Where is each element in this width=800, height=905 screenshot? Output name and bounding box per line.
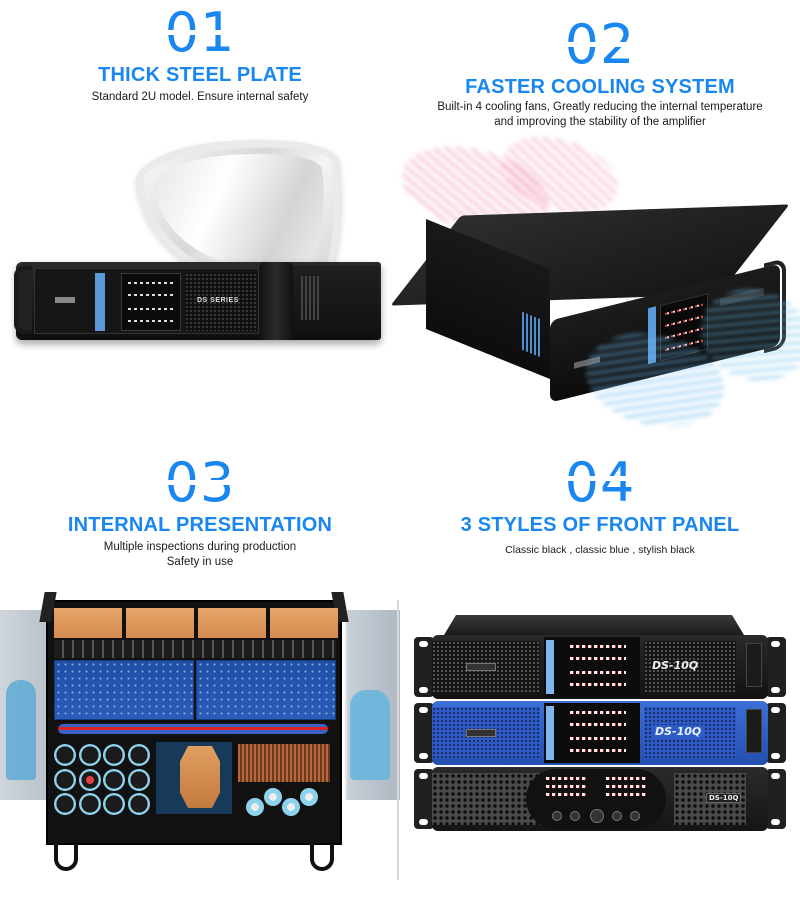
feature-title: THICK STEEL PLATE: [98, 64, 302, 86]
feature-subtitle-line-2: Safety in use: [166, 556, 234, 568]
knob-icon: [630, 811, 640, 821]
wiring: [58, 724, 328, 734]
feature-number: 01: [0, 8, 400, 54]
amplifier-image: DS SERIES: [14, 262, 381, 340]
rack-handle: [14, 266, 32, 334]
feature-title: 3 STYLES OF FRONT PANEL: [460, 514, 740, 536]
power-switch-icon: [746, 709, 762, 753]
divider: [397, 600, 399, 880]
feature-title: INTERNAL PRESENTATION: [67, 514, 333, 536]
feature-subtitle: Classic black , classic blue , stylish b…: [505, 544, 695, 556]
model-label: DS-10Q: [652, 725, 705, 738]
series-label: DS SERIES: [197, 297, 239, 304]
brand-logo: [55, 297, 75, 303]
feature-number: 03: [0, 458, 400, 504]
feature-subtitle-line-2: and improving the stability of the ampli…: [494, 116, 706, 128]
amplifier-classic-blue: DS-10Q: [414, 701, 786, 765]
front-grille: [185, 273, 257, 331]
copper-heatsink: [238, 744, 330, 782]
knob-icon: [612, 811, 622, 821]
knob-icon: [552, 811, 562, 821]
feature-internal-presentation: 03 INTERNAL PRESENTATION Multiple inspec…: [0, 450, 400, 905]
knob-icon: [570, 811, 580, 821]
power-switch-icon: [746, 643, 762, 687]
model-label: DS-10Q: [652, 659, 699, 672]
vent-slots: [301, 276, 319, 320]
feature-subtitle-line-1: Multiple inspections during production: [103, 541, 297, 553]
transformer: [180, 746, 220, 808]
amplifier-classic-black: DS-10Q: [414, 635, 786, 699]
front-grille: [432, 773, 540, 825]
feature-thick-steel-plate: 01 THICK STEEL PLATE Standard 2U model. …: [0, 0, 400, 450]
channel-display: [121, 273, 181, 331]
brand-logo: [466, 729, 496, 737]
channel-display: [544, 637, 640, 697]
capacitor-bank: [54, 744, 150, 816]
feature-number: 04: [400, 458, 800, 504]
feature-subtitle-line-1: Built-in 4 cooling fans, Greatly reducin…: [437, 101, 763, 113]
feature-front-panel-styles: 04 3 STYLES OF FRONT PANEL Classic black…: [400, 450, 800, 905]
amplifier-stylish-black: DS-10Q: [414, 767, 786, 831]
model-label: DS-10Q: [706, 793, 742, 803]
feature-number: 02: [400, 20, 800, 66]
circuit-board: [54, 660, 194, 720]
heatsink: [54, 608, 122, 638]
power-transistors: [54, 640, 336, 658]
brand-logo: [466, 663, 496, 671]
vent-slots: [522, 311, 540, 358]
feature-faster-cooling: 02 FASTER COOLING SYSTEM Built-in 4 cool…: [390, 0, 800, 450]
control-panel: [526, 769, 666, 829]
feature-title: FASTER COOLING SYSTEM: [465, 76, 735, 98]
feature-subtitle: Standard 2U model. Ensure internal safet…: [91, 91, 309, 103]
power-knob-icon: [590, 809, 604, 823]
amplifier-chassis: [39, 592, 349, 871]
circuit-board: [196, 660, 336, 720]
rack-ear: [259, 262, 293, 340]
channel-display: [544, 703, 640, 763]
